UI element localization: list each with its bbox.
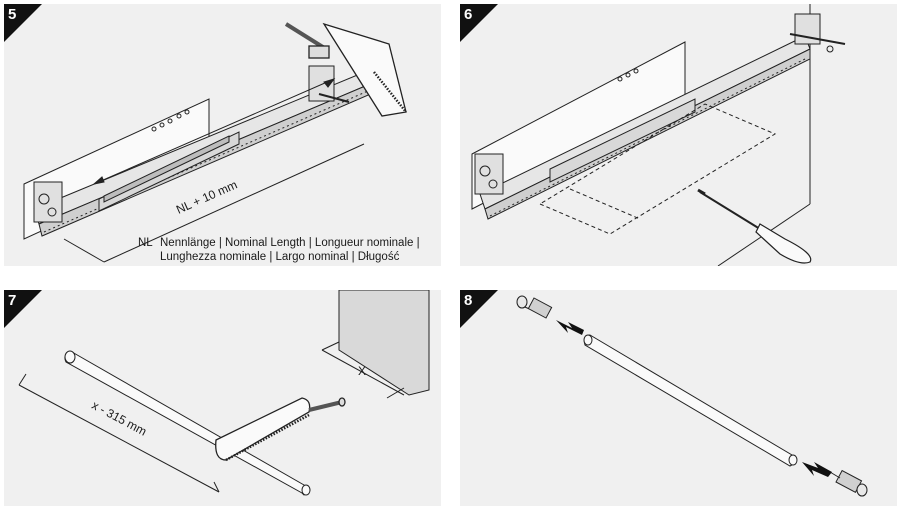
step-badge <box>4 290 42 328</box>
x-dimension-label: X <box>358 364 367 378</box>
step-badge <box>460 4 498 42</box>
rod-assembly-illustration <box>516 295 868 497</box>
drawer-install-illustration <box>471 4 846 266</box>
step-number: 5 <box>8 6 17 23</box>
step-5-panel: 5 NL + 10 mm NL Nennlänge | Nominal Leng… <box>4 4 441 266</box>
step-badge <box>460 290 498 328</box>
arrow-right-icon <box>556 320 584 335</box>
hacksaw-icon <box>284 22 407 117</box>
nominal-length-line-2: Lunghezza nominale | Largo nominal | Dłu… <box>160 251 400 263</box>
nl-abbrev: NL <box>138 237 153 249</box>
step-6-panel: 6 <box>460 4 897 266</box>
arrow-left-icon <box>802 462 832 477</box>
hacksaw-icon <box>215 397 346 462</box>
rod-cut-illustration <box>18 290 430 496</box>
step-number: 8 <box>464 292 473 309</box>
step-badge <box>4 4 42 42</box>
end-cap-right <box>829 469 868 497</box>
step-number: 7 <box>8 292 17 309</box>
nominal-length-line-1: Nennlänge | Nominal Length | Longueur no… <box>160 237 420 249</box>
drawer-slide-illustration <box>23 22 407 263</box>
step-7-panel: 7 x - 315 mm X <box>4 290 441 506</box>
screwdriver-icon <box>697 188 812 264</box>
step-number: 6 <box>464 6 473 23</box>
step-8-panel: 8 <box>460 290 897 506</box>
end-cap-left <box>516 295 553 319</box>
